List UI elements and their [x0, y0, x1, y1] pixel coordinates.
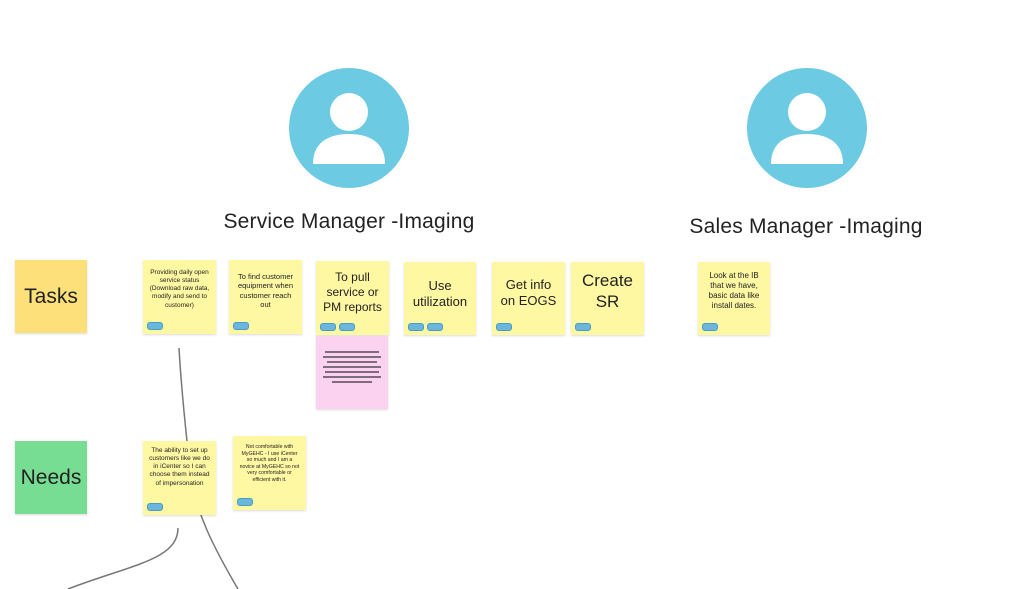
sticky-tags — [408, 323, 443, 331]
sticky-note-task[interactable]: To pull service or PM reports — [316, 261, 389, 335]
sticky-note-text: To pull service or PM reports — [323, 270, 382, 314]
sticky-tags — [147, 322, 163, 330]
sticky-note-task[interactable]: Use utilization — [404, 262, 476, 335]
sticky-note-text: Get info on EOGS — [500, 277, 557, 309]
row-label-needs[interactable]: Needs — [15, 441, 87, 514]
tag-chip[interactable] — [702, 323, 718, 331]
sticky-note-text: Create SR — [581, 271, 634, 312]
sticky-tags — [147, 503, 163, 511]
sticky-note-text: Use utilization — [412, 278, 468, 310]
sticky-note-text: Look at the IB that we have, basic data … — [708, 271, 760, 310]
persona-title-service-manager: Service Manager -Imaging — [223, 210, 475, 233]
sticky-note-task[interactable]: Providing daily open service status (Dow… — [143, 260, 216, 334]
sticky-note-redacted[interactable] — [316, 336, 388, 409]
sticky-note-text: The ability to set up customers like we … — [149, 447, 210, 487]
sticky-tags — [702, 323, 718, 331]
sticky-tags — [575, 323, 591, 331]
row-label-tasks[interactable]: Tasks — [15, 260, 87, 333]
tag-chip[interactable] — [408, 323, 424, 331]
sticky-note-text: To find customer equipment when customer… — [237, 272, 294, 310]
sticky-note-task[interactable]: Create SR — [571, 262, 644, 335]
tag-chip[interactable] — [320, 323, 336, 331]
tag-chip[interactable] — [233, 322, 249, 330]
user-avatar-icon — [313, 93, 385, 164]
sticky-tags — [496, 323, 512, 331]
sticky-note-text: Not comfortable with MyGEHC - I use iCen… — [239, 444, 300, 483]
tag-chip[interactable] — [427, 323, 443, 331]
tag-chip[interactable] — [237, 498, 253, 506]
redacted-text-lines — [316, 336, 388, 386]
tag-chip[interactable] — [496, 323, 512, 331]
tag-chip[interactable] — [575, 323, 591, 331]
persona-title-sales-manager: Sales Manager -Imaging — [689, 215, 923, 238]
tag-chip[interactable] — [339, 323, 355, 331]
sticky-tags — [233, 322, 249, 330]
user-avatar-icon — [771, 93, 843, 164]
sticky-note-need[interactable]: The ability to set up customers like we … — [143, 441, 216, 515]
tag-chip[interactable] — [147, 322, 163, 330]
sticky-tags — [237, 498, 253, 506]
tag-chip[interactable] — [147, 503, 163, 511]
sticky-note-task[interactable]: Look at the IB that we have, basic data … — [698, 262, 770, 335]
sales-manager-avatar — [747, 68, 867, 188]
sticky-note-need[interactable]: Not comfortable with MyGEHC - I use iCen… — [233, 436, 306, 510]
sticky-note-task[interactable]: Get info on EOGS — [492, 262, 565, 335]
sticky-note-text: Providing daily open service status (Dow… — [149, 269, 210, 309]
sticky-tags — [320, 323, 355, 331]
service-manager-avatar — [289, 68, 409, 188]
connector-line — [67, 527, 179, 589]
sticky-note-task[interactable]: To find customer equipment when customer… — [229, 260, 302, 334]
